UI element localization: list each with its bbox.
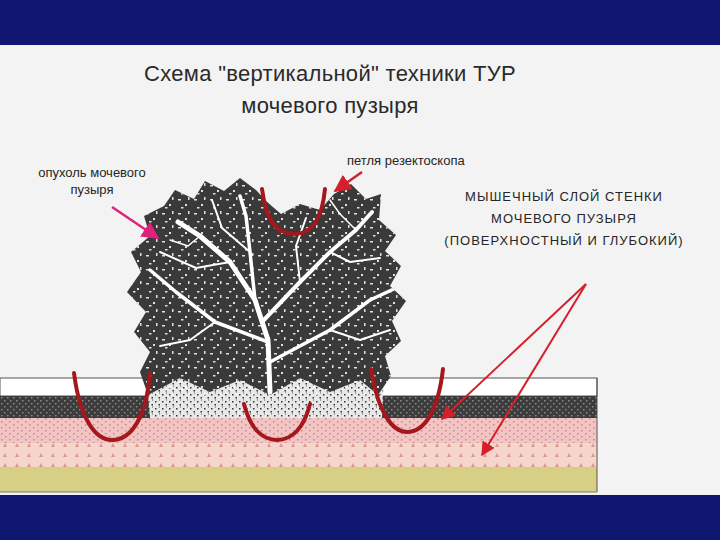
muscle-layer-label: МЫШЕЧНЫЙ СЛОЙ СТЕНКИ МОЧЕВОГО ПУЗЫРЯ (ПО…: [428, 186, 700, 252]
leader-arrow: [335, 172, 362, 191]
leader-arrow: [482, 284, 586, 455]
slide-ground: [0, 45, 720, 495]
resectoscope-loop: [74, 189, 443, 440]
loop-label: петля резектоскопа: [347, 152, 465, 169]
leader-arrow: [442, 284, 586, 419]
diagram-title: Схема "вертикальной" техники ТУР мочевог…: [130, 58, 530, 122]
bottom-bar: [0, 495, 720, 540]
leader-arrow: [112, 207, 158, 238]
top-bar: [0, 0, 720, 45]
tumor-label: опухоль мочевого пузыря: [22, 164, 162, 198]
